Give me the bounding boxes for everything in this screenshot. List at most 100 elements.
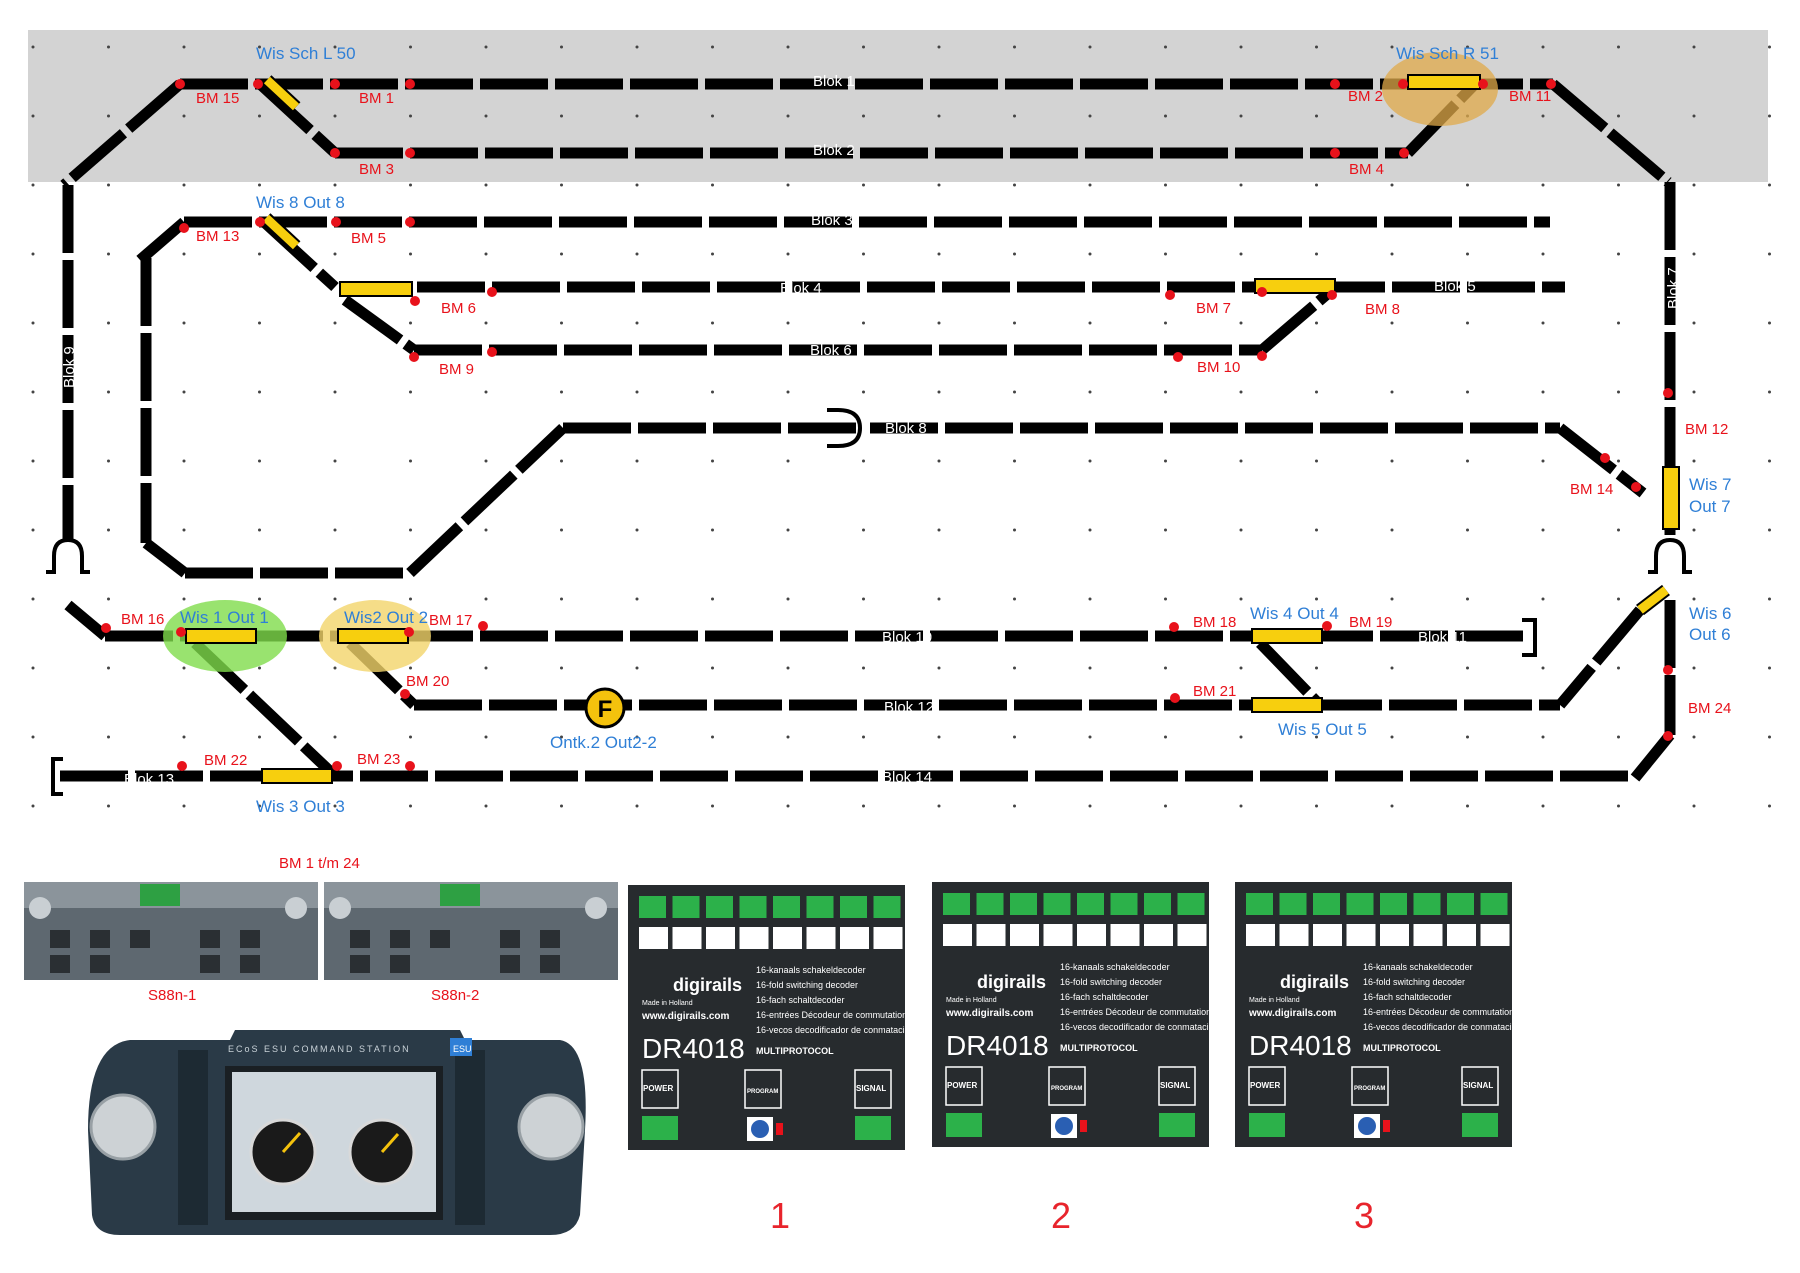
grid-dot [333,114,337,118]
grid-dot [711,804,714,808]
track-switch-sch-l [256,79,339,158]
grid-dot [333,459,337,463]
decoder-url: www.digirails.com [945,1008,1034,1019]
grid-dot [560,597,563,601]
grid-dot [862,735,865,739]
decoder-protocol: MULTIPROTOCOL [756,1046,834,1056]
sensor-label-bm17: BM 17 [429,612,472,629]
grid-dot [1390,321,1394,325]
grid-dot [1164,390,1167,394]
grid-dot [635,528,639,532]
grid-dot [484,528,488,532]
sensor-dot [175,79,185,89]
track-curve-bottom-right [1630,731,1675,782]
terminal-label [672,927,702,949]
decoder-signal-label: SIGNAL [1463,1081,1493,1090]
grid-dot [560,45,563,49]
sensor-dot [332,761,342,771]
switch-label-ontk: Ontk.2 Out2-2 [550,733,657,752]
grid-dot [711,183,714,187]
grid-dot [182,183,186,187]
grid-dot [258,804,261,808]
grid-dot [711,390,714,394]
sensor-dot [1330,148,1340,158]
grid-dot [1088,804,1092,808]
grid-dot [1617,252,1620,256]
grid-dot [1088,390,1092,394]
grid-dot [409,735,412,739]
grid-dot [409,252,412,256]
grid-dot [107,183,110,187]
grid-dot [711,666,714,670]
grid-dot [333,528,337,532]
grid-dot [1768,252,1771,256]
grid-dot [31,114,35,118]
grid-dot [333,321,337,325]
sensor-dot [1257,287,1267,297]
grid-dot [862,459,865,463]
decoder-text-line: 16-entrées Décodeur de commutation [1363,1007,1514,1017]
terminal-label [1447,924,1476,946]
grid-dot [484,183,488,187]
grid-dot [937,183,941,187]
switch-label-wis1: Wis 1 Out 1 [180,608,269,627]
sensor-dots [101,79,1673,771]
grid-dot [862,597,865,601]
sensor-label-bm5: BM 5 [351,230,386,247]
grid-dot [333,45,337,49]
grid-dot [1315,183,1318,187]
grid-dot [182,804,186,808]
grid-dot [1390,252,1394,256]
switch-wis8-blok4 [339,281,413,297]
grid-dot [1466,597,1469,601]
switch-label-wis4: Wis 4 Out 4 [1250,604,1339,623]
ecos-left-knob [89,1093,157,1161]
sensor-label-bm10: BM 10 [1197,359,1240,376]
grid-dot [333,183,337,187]
sensor-label-bm3: BM 3 [359,161,394,178]
grid-dot [258,45,261,49]
grid-dot [484,459,488,463]
sensor-label-bm23: BM 23 [357,751,400,768]
terminal-block [1380,893,1407,915]
decoder-number-1: 1 [770,1195,790,1236]
s88-board-1 [24,882,318,980]
grid-dot [1466,735,1469,739]
grid-dot [1390,735,1394,739]
s88-label-1: S88n-1 [148,987,196,1004]
decoder-number-3: 3 [1354,1195,1374,1236]
sensor-dot [1170,693,1180,703]
block-label-6: Blok 6 [810,342,852,359]
grid-dot [333,804,337,808]
grid-dot [1164,528,1167,532]
grid-dot [560,804,563,808]
grid-dot [711,252,714,256]
grid-dot [635,735,639,739]
grid-dot [409,183,412,187]
decoder-url: www.digirails.com [641,1011,730,1022]
terminal-label [1077,924,1106,946]
grid-dot [182,528,186,532]
terminal-label [706,927,735,949]
grid-dot [1315,321,1318,325]
decoder-program-box [1351,1066,1389,1106]
sensor-dot [1600,453,1610,463]
sensor-label-bm14: BM 14 [1570,481,1613,498]
grid-dot [1541,321,1545,325]
decoder-power-box [1248,1066,1286,1106]
decoder-url: www.digirails.com [1248,1008,1337,1019]
grid-dot [258,528,261,532]
grid-dot [635,114,639,118]
terminal-block [1413,893,1441,915]
uncoupler-icon [584,687,626,729]
grid-dot [1013,390,1016,394]
sensor-dot [1330,79,1340,89]
grid-dot [31,45,35,49]
sensor-dot [1165,290,1175,300]
grid-dot [1541,528,1545,532]
terminal-block [873,896,901,918]
grid-dot [182,666,186,670]
track-loop-corner-bottom [142,538,189,578]
grid-dot [1239,528,1243,532]
